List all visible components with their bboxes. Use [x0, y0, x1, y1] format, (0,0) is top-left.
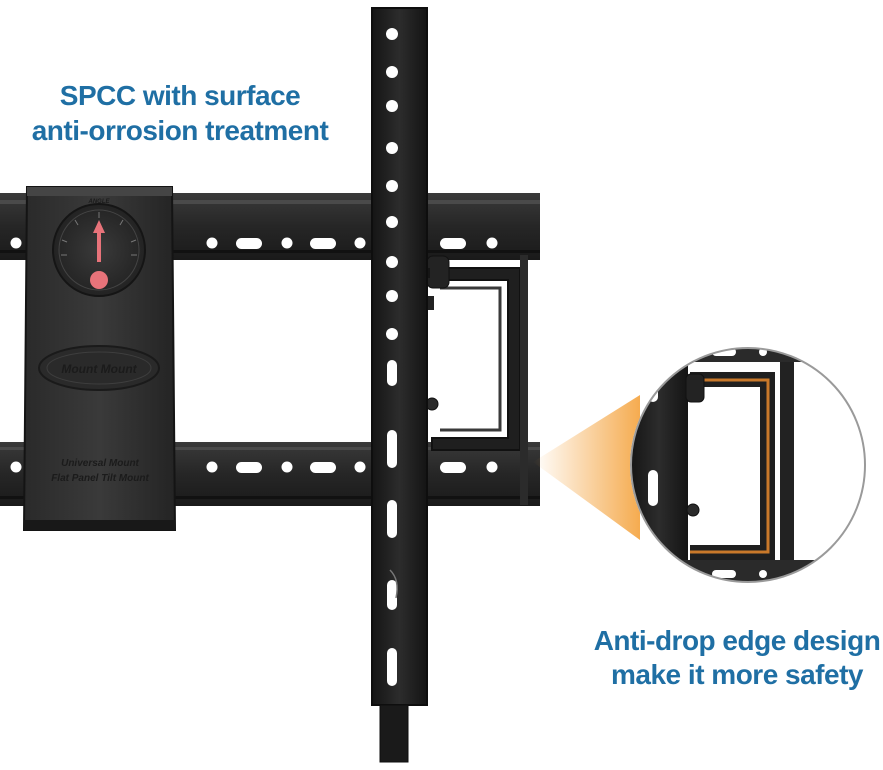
- caption-material: SPCC with surface anti-orrosion treatmen…: [20, 78, 340, 148]
- wall-plate-box: ANGLE Mount Mount Universal Mount Flat P…: [22, 186, 177, 531]
- caption-material-line1: SPCC with surface: [59, 80, 301, 111]
- brand-logo: Mount Mount: [38, 345, 160, 391]
- box-label-line1: Universal Mount: [61, 458, 139, 469]
- svg-text:Mount Mount: Mount Mount: [61, 362, 137, 376]
- level-gauge: ANGLE: [52, 199, 146, 297]
- gauge-needle: [93, 220, 105, 262]
- zoom-inset: [630, 347, 866, 583]
- highlighted-edge: [690, 378, 770, 554]
- safety-bracket: [420, 255, 528, 505]
- zoom-cone: [533, 395, 640, 540]
- caption-safety: Anti-drop edge design make it more safet…: [592, 624, 882, 692]
- caption-safety-line1: Anti-drop edge design: [593, 625, 881, 656]
- gauge-top-label: ANGLE: [88, 199, 111, 205]
- caption-safety-line2: make it more safety: [611, 659, 863, 690]
- vertical-arm: [371, 7, 428, 763]
- box-label-line2: Flat Panel Tilt Mount: [51, 473, 149, 484]
- caption-material-line2: anti-orrosion treatment: [31, 115, 329, 146]
